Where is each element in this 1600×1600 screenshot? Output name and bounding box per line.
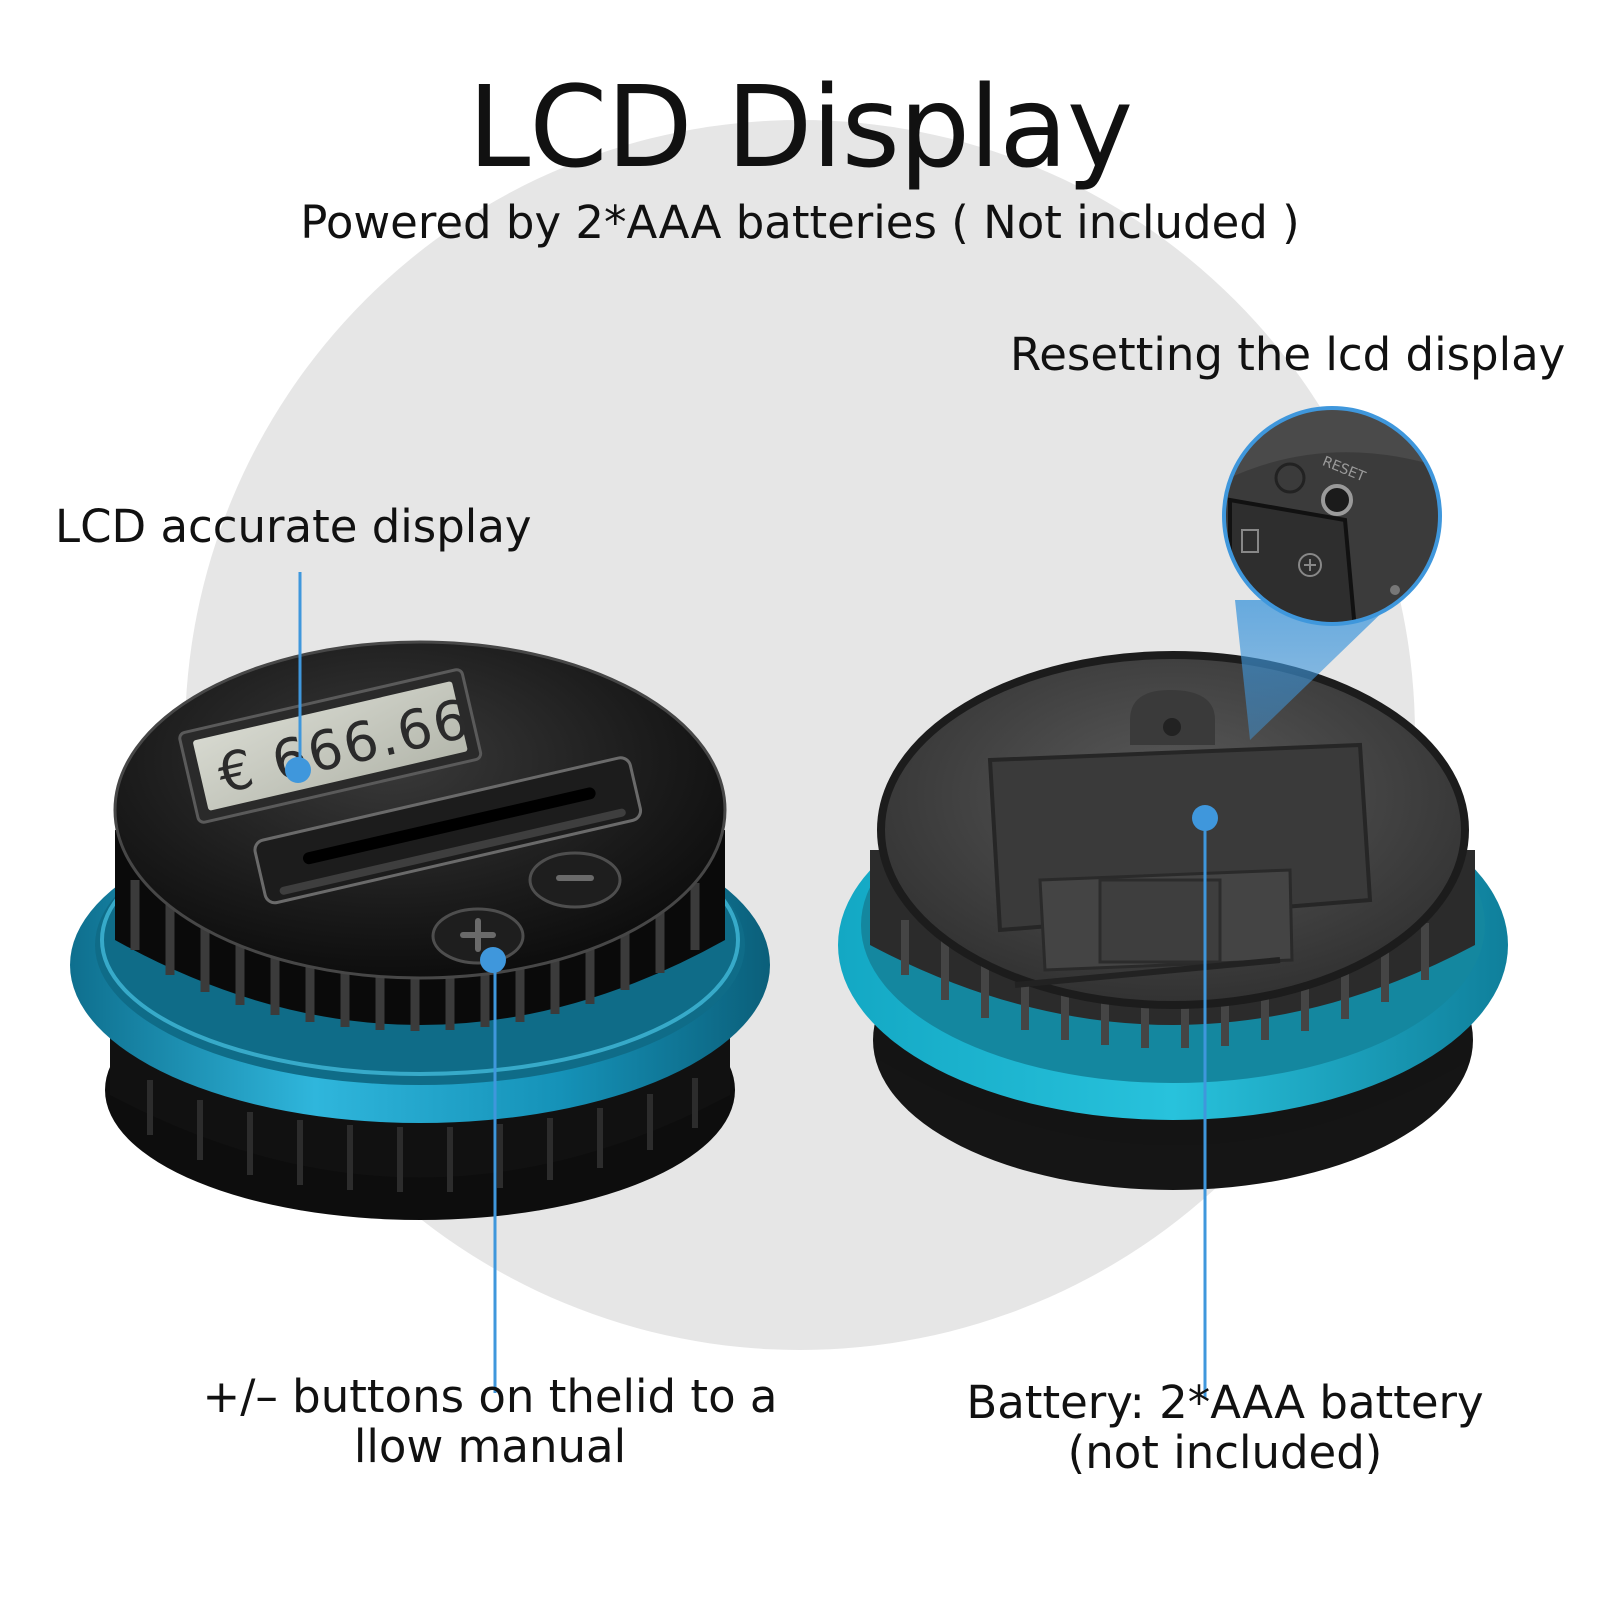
callout-buttons-line2: llow manual <box>353 1420 627 1474</box>
callout-buttons-pointer <box>480 947 506 1393</box>
minus-button <box>528 851 622 909</box>
plus-button <box>431 907 525 965</box>
page-title: LCD Display <box>467 63 1133 193</box>
callout-buttons-line1: +/– buttons on thelid to a <box>202 1370 778 1423</box>
callout-battery-line2: (not included) <box>1067 1426 1383 1480</box>
callout-lcd-pointer <box>285 572 311 783</box>
callout-battery-pointer <box>1192 805 1218 1398</box>
callout-reset-label: Resetting the lcd display <box>1010 328 1566 381</box>
page-subtitle: Powered by 2*AAA batteries ( Not include… <box>300 196 1300 249</box>
callout-battery-line1: Battery: 2*AAA battery <box>966 1376 1484 1429</box>
lid-top-view: € 666.66 <box>70 640 770 1220</box>
callout-battery-label: Battery: 2*AAA battery (not included) <box>905 1376 1545 1480</box>
callout-lcd-label: LCD accurate display <box>55 500 532 553</box>
callout-buttons-label: +/– buttons on thelid to a llow manual <box>150 1370 830 1474</box>
lid-bottom-view <box>838 651 1508 1190</box>
